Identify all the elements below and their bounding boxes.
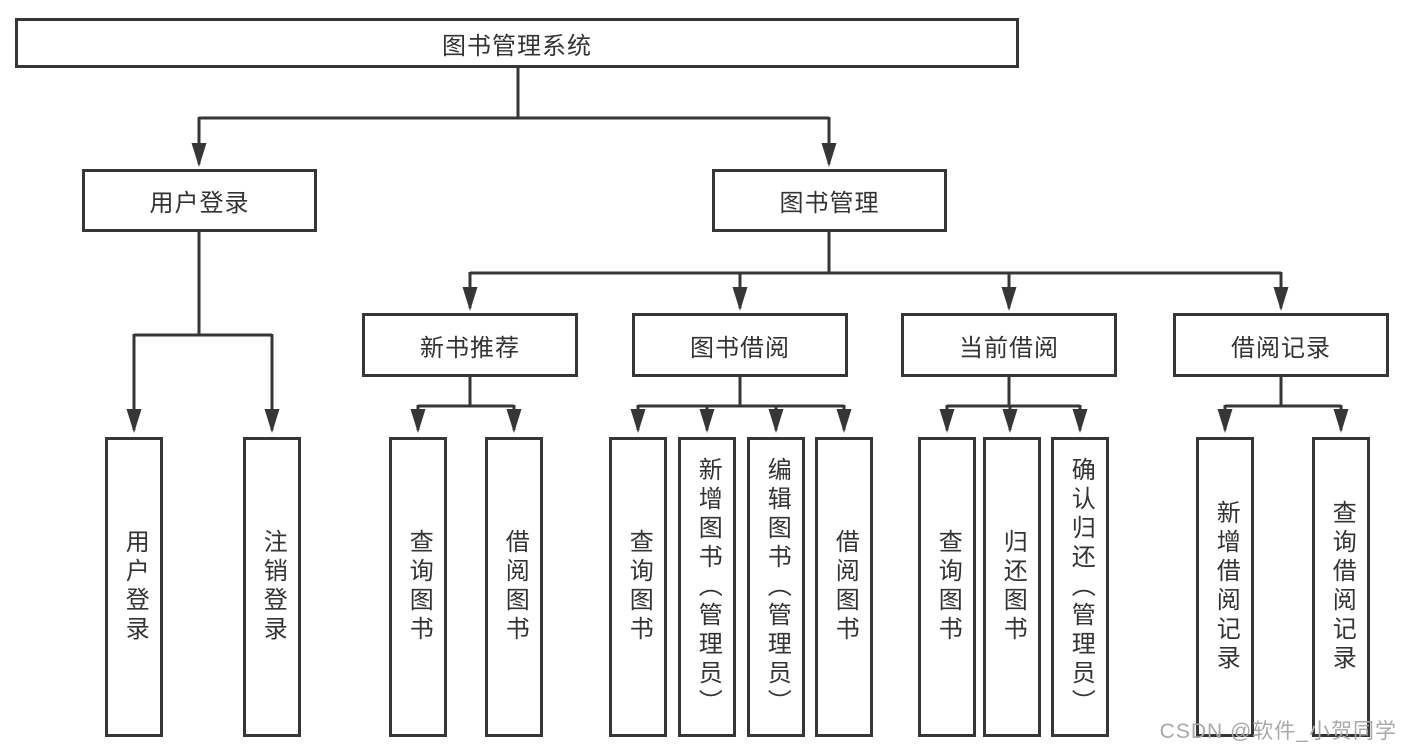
leaf-add-books-admin: 新增图书（管理员） [678, 437, 736, 737]
leaf-label: 查询借阅记录 [1328, 500, 1356, 674]
leaf-label: 查询图书 [934, 529, 962, 645]
leaf-return-books: 归还图书 [983, 437, 1041, 737]
leaf-add-borrow-record: 新增借阅记录 [1196, 437, 1254, 737]
node-book-management: 图书管理 [712, 169, 947, 232]
leaf-edit-books-admin: 编辑图书（管理员） [747, 437, 805, 737]
leaf-label: 新增图书（管理员） [694, 456, 722, 718]
leaf-label: 确认归还（管理员） [1067, 456, 1095, 718]
leaf-user-login: 用户登录 [105, 437, 163, 737]
leaf-label: 编辑图书（管理员） [763, 456, 791, 718]
node-user-login: 用户登录 [82, 169, 317, 232]
leaf-label: 归还图书 [999, 529, 1027, 645]
leaf-query-books-recommend: 查询图书 [389, 437, 447, 737]
leaf-query-books-borrow: 查询图书 [609, 437, 667, 737]
leaf-label: 新增借阅记录 [1212, 500, 1240, 674]
node-book-borrow: 图书借阅 [632, 313, 848, 377]
leaf-query-borrow-record: 查询借阅记录 [1312, 437, 1370, 737]
leaf-label: 用户登录 [121, 529, 149, 645]
leaf-label: 借阅图书 [831, 529, 859, 645]
leaf-borrow-books: 借阅图书 [815, 437, 873, 737]
leaf-label: 注销登录 [259, 529, 287, 645]
leaf-logout: 注销登录 [243, 437, 301, 737]
leaf-label: 借阅图书 [501, 529, 529, 645]
leaf-borrow-books-recommend: 借阅图书 [485, 437, 543, 737]
leaf-query-books-current: 查询图书 [918, 437, 976, 737]
node-current-borrow: 当前借阅 [901, 313, 1117, 377]
node-new-book-recommend: 新书推荐 [362, 313, 578, 377]
csdn-watermark: CSDN @软件_小贺同学 [1159, 720, 1397, 743]
node-root: 图书管理系统 [15, 18, 1019, 68]
leaf-label: 查询图书 [405, 529, 433, 645]
leaf-label: 查询图书 [625, 529, 653, 645]
node-borrow-records: 借阅记录 [1173, 313, 1389, 377]
leaf-confirm-return-admin: 确认归还（管理员） [1051, 437, 1109, 737]
